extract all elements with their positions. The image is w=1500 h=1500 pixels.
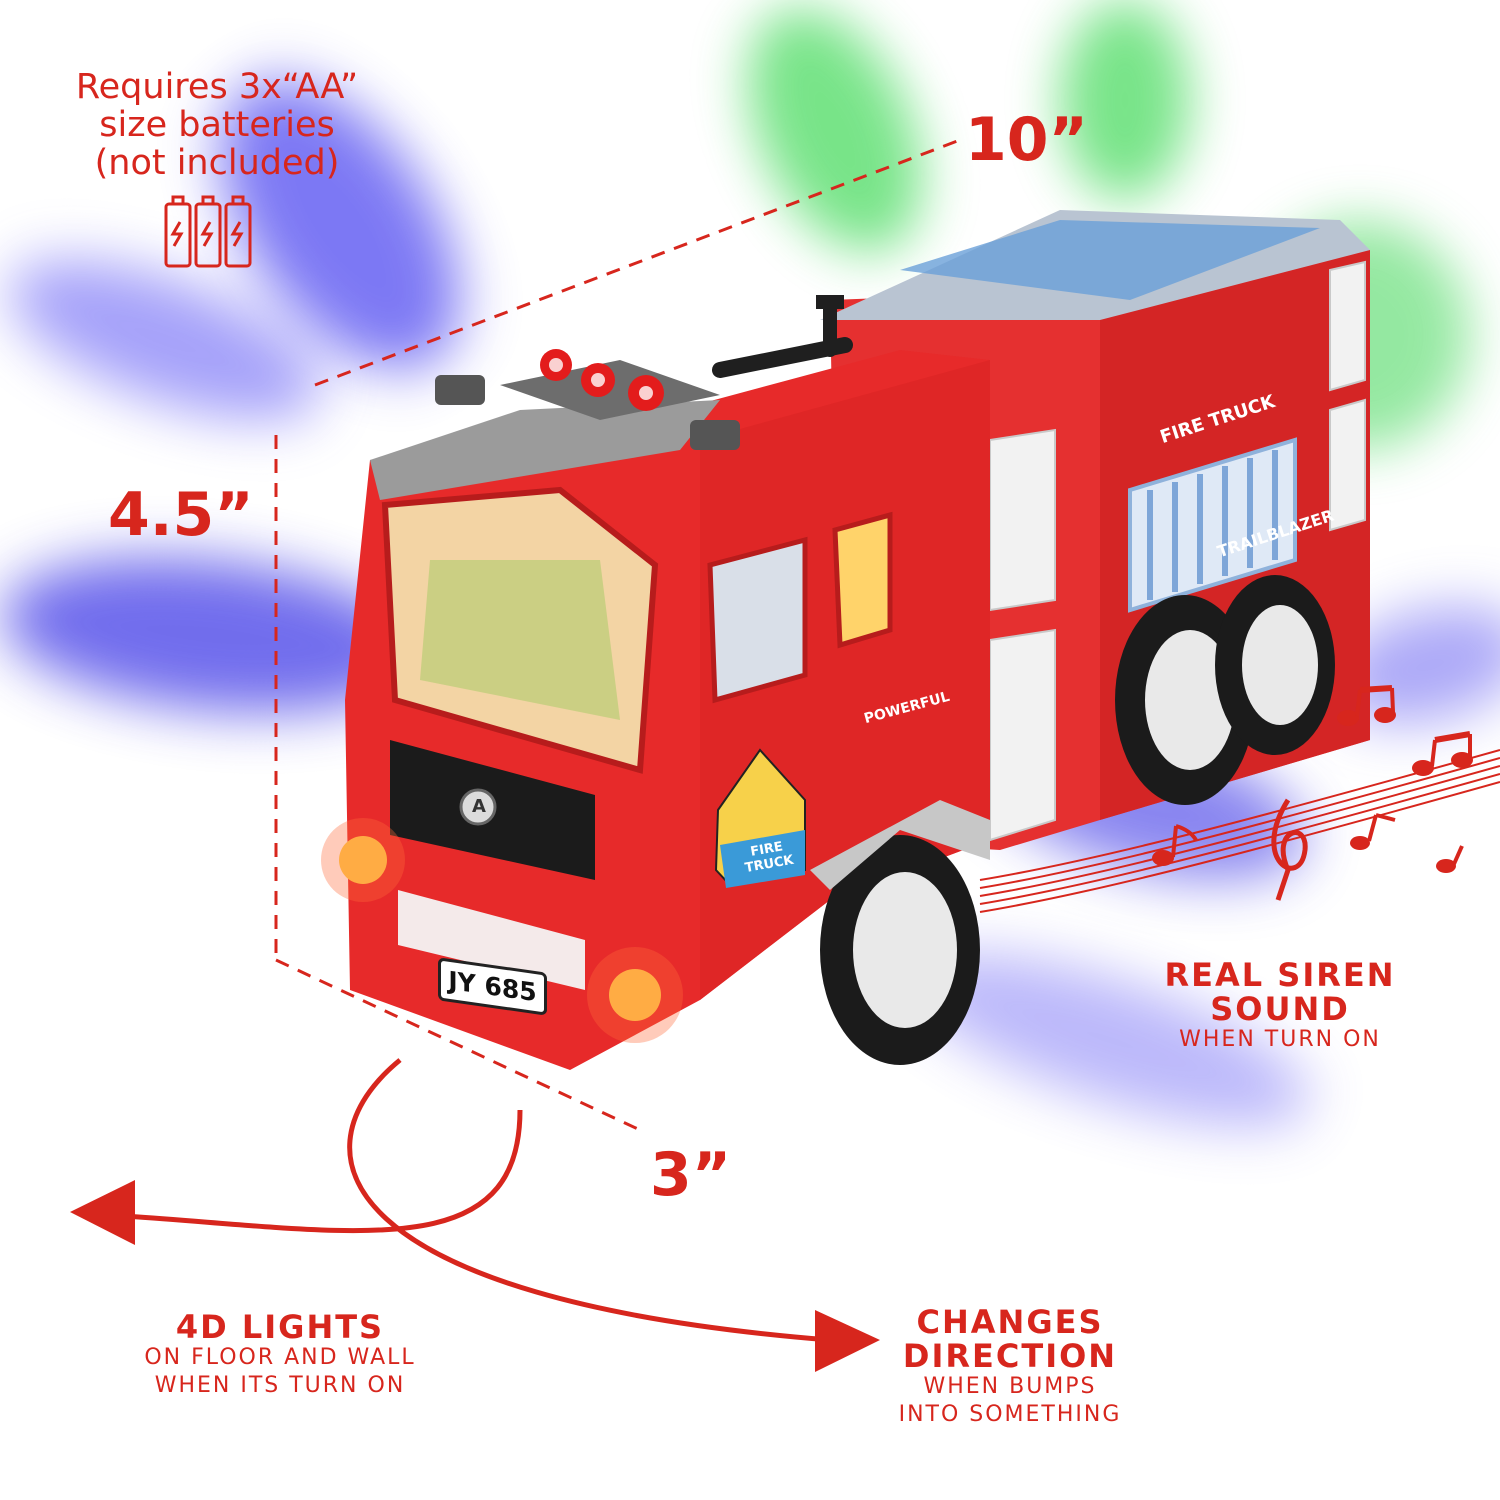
cab-roof [370, 400, 720, 500]
feature-direction-title-2: DIRECTION [902, 1337, 1118, 1375]
feature-siren-title-2: SOUND [1210, 990, 1350, 1028]
feature-siren: REAL SIREN SOUND WHEN TURN ON [1140, 958, 1420, 1054]
side-window [707, 536, 808, 704]
water-cannon [712, 295, 853, 378]
arrow-left-icon [70, 1180, 135, 1245]
feature-siren-title: REAL SIREN [1164, 956, 1396, 994]
front-wheel [820, 835, 980, 1065]
headlight [339, 836, 387, 884]
windshield [381, 486, 659, 774]
battery-line-3: (not included) [94, 143, 340, 183]
direction-arrows [109, 1058, 831, 1343]
feature-lights-sub-2: WHEN ITS TURN ON [154, 1373, 406, 1398]
dimension-lines [274, 138, 961, 1132]
ladder-light-panel [1128, 437, 1297, 613]
feature-lights-title: 4D LIGHTS [175, 1308, 385, 1346]
battery-line-1: Requires 3x“AA” [75, 67, 359, 107]
headlight [609, 969, 661, 1021]
feature-direction-title: CHANGES [916, 1303, 1104, 1341]
dimension-length: 10” [965, 105, 1088, 175]
music-notes-icon [979, 685, 1500, 913]
rear-wheel [1215, 575, 1335, 755]
feature-lights-sub-1: ON FLOOR AND WALL [144, 1345, 416, 1370]
roof-light-bar [435, 349, 740, 450]
arrow-right-icon [815, 1310, 880, 1372]
battery-icon [164, 195, 252, 268]
dimension-height: 4.5” [108, 480, 254, 550]
grille-logo: A [472, 796, 486, 817]
feature-direction: CHANGES DIRECTION WHEN BUMPS INTO SOMETH… [880, 1305, 1140, 1429]
feature-siren-sub: WHEN TURN ON [1179, 1027, 1381, 1052]
feature-direction-sub-1: WHEN BUMPS [923, 1374, 1097, 1399]
battery-line-2: size batteries [99, 105, 335, 145]
fire-truck-toy [321, 210, 1370, 1070]
battery-requirement-note: Requires 3x“AA” size batteries (not incl… [62, 68, 372, 182]
feature-lights: 4D LIGHTS ON FLOOR AND WALL WHEN ITS TUR… [120, 1310, 440, 1400]
green-light-beam [1060, 0, 1190, 200]
feature-direction-sub-2: INTO SOMETHING [898, 1402, 1122, 1427]
dimension-width: 3” [650, 1140, 732, 1210]
